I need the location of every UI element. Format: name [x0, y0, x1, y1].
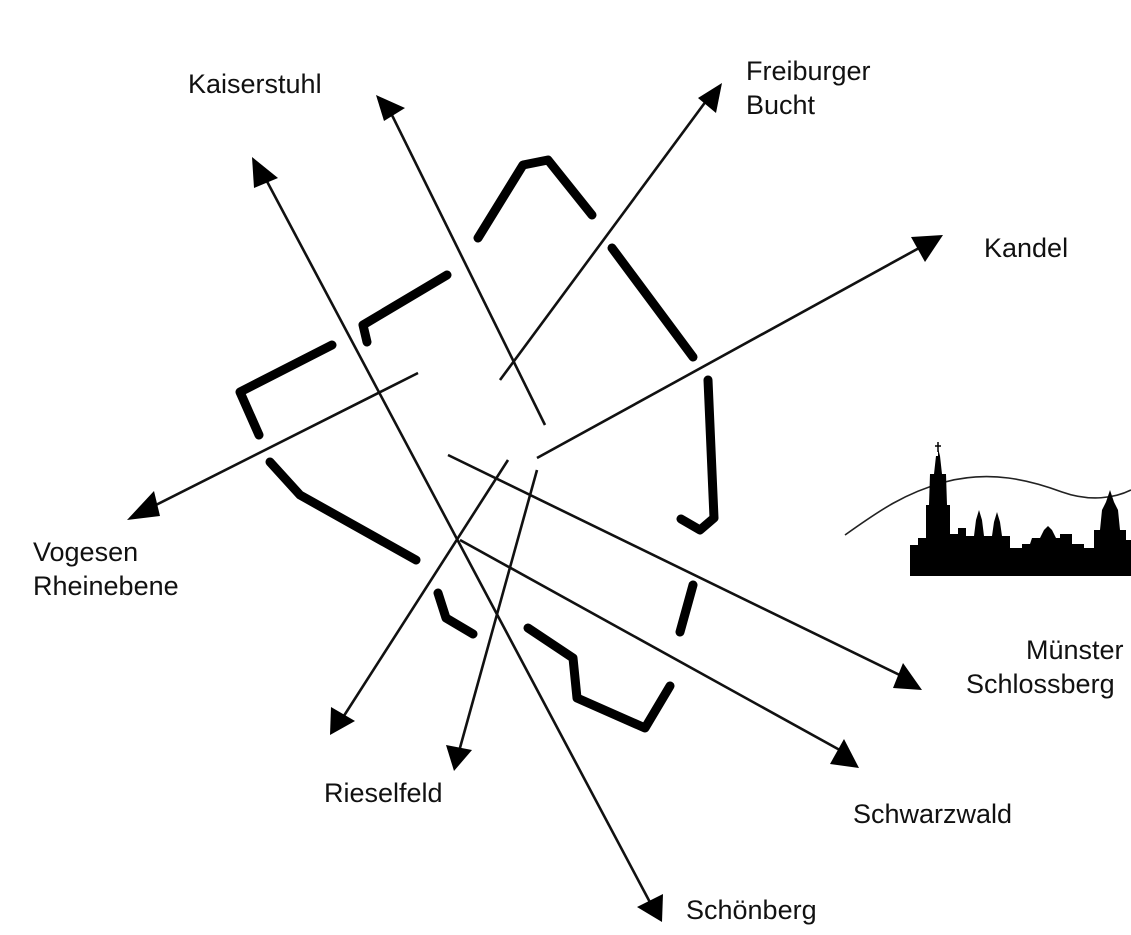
label-vogesen: Vogesen [33, 537, 138, 567]
arrow-kaiserstuhl [384, 102, 547, 426]
label-kaiserstuhl: Kaiserstuhl [188, 69, 322, 99]
arrowhead-muenster-schlossberg [893, 663, 922, 690]
view-arrows [127, 83, 943, 922]
label-freiburger-bucht-line2: Bucht [746, 90, 816, 120]
wall-right [676, 375, 719, 535]
wall-upper-left [358, 270, 452, 347]
destination-labels: Kaiserstuhl Freiburger Bucht Kandel Voge… [33, 56, 1124, 925]
wall-bottom-left [433, 588, 478, 639]
arrowhead-freiburger-bucht [698, 83, 722, 113]
arrow-rieselfeld [338, 459, 510, 723]
arrow-schoenberg [260, 171, 655, 909]
arrow-kandel [536, 240, 931, 460]
arrowhead-vogesen-rheinebene [127, 491, 160, 520]
arrowhead-kaiserstuhl-start [252, 157, 278, 188]
schlossberg-hill-line [844, 475, 1131, 536]
arrowhead-kaiserstuhl [376, 95, 405, 121]
label-rieselfeld: Rieselfeld [324, 778, 443, 808]
arrowhead-rieselfeld-secondary [446, 745, 472, 771]
arrowhead-rieselfeld [330, 707, 355, 735]
wall-left-lower [265, 457, 421, 565]
label-schlossberg: Schlossberg [966, 669, 1115, 699]
label-muenster: Münster [1026, 635, 1124, 665]
wall-left [235, 340, 337, 440]
wall-top-peak [473, 155, 597, 243]
label-schoenberg: Schönberg [686, 895, 817, 925]
arrowhead-schoenberg-end [637, 894, 663, 922]
wall-upper-right [607, 243, 698, 362]
town-silhouette [910, 448, 1131, 576]
arrowhead-kandel [911, 235, 943, 262]
freiburg-skyline-icon [844, 442, 1131, 576]
label-schwarzwald: Schwarzwald [853, 799, 1012, 829]
label-rheinebene: Rheinebene [33, 571, 179, 601]
wall-bottom-right [523, 623, 675, 733]
label-kandel: Kandel [984, 233, 1068, 263]
arrow-freiburger-bucht [498, 92, 714, 381]
arrow-muenster-schlossberg [447, 453, 911, 682]
label-freiburger-bucht-line1: Freiburger [746, 56, 871, 86]
building-outline [235, 155, 719, 733]
arrowhead-schwarzwald [830, 739, 859, 768]
arrow-schwarzwald [459, 538, 848, 756]
arrow-vogesen-rheinebene [139, 371, 419, 515]
wall-right-lower [675, 580, 698, 637]
arrow-rieselfeld-secondary [456, 469, 539, 756]
